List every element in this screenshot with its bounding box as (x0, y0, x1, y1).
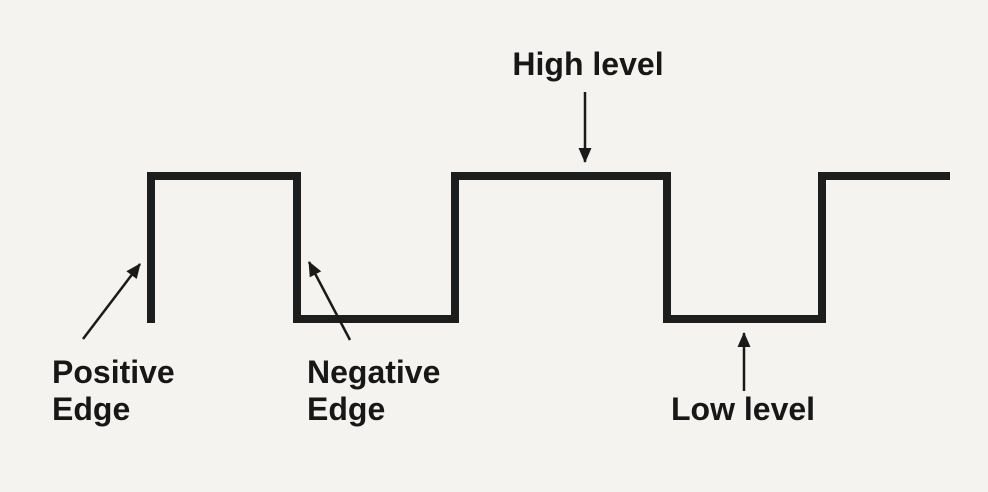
positive-edge-label: Positive Edge (52, 354, 175, 427)
positive-edge-arrow (82, 263, 141, 340)
negative-edge-label: Negative Edge (307, 354, 441, 427)
low-level-label: Low level (671, 391, 816, 427)
square-wave-trace (147, 172, 950, 323)
negative-edge-arrow (307, 261, 352, 341)
high-level-label: High level (512, 46, 664, 82)
